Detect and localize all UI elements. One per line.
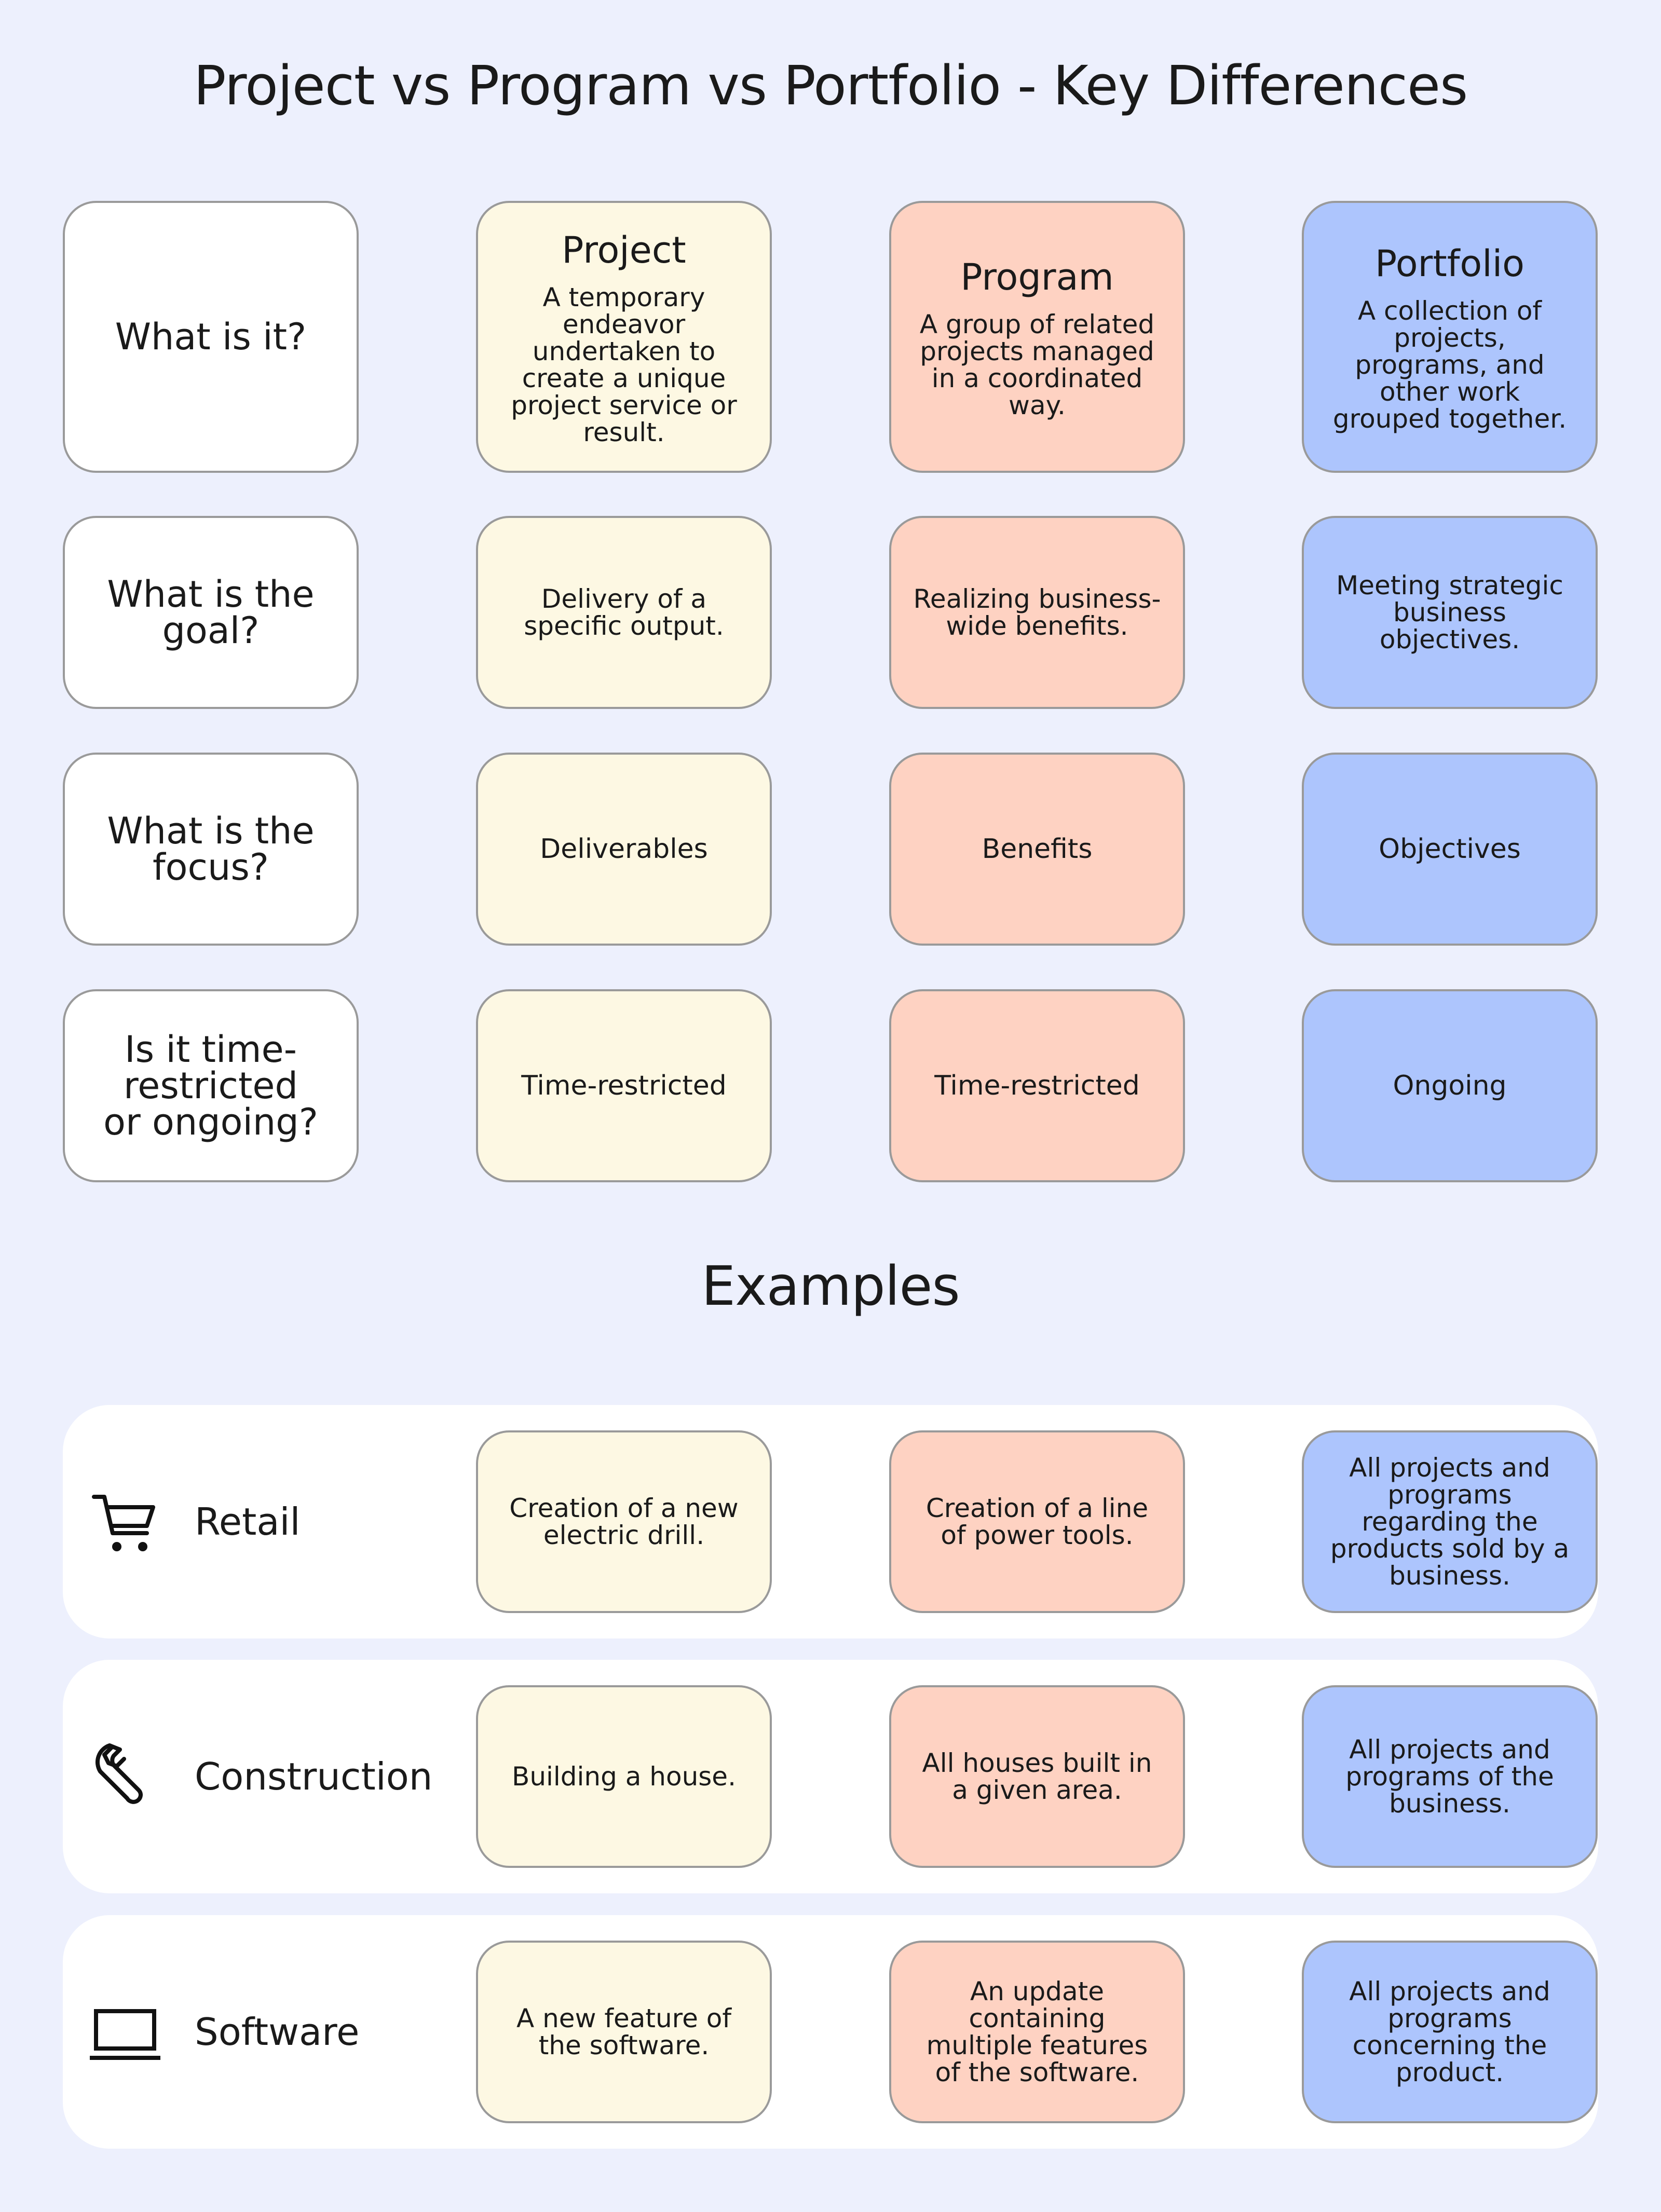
wrench-icon [95,1743,143,1804]
question-what-card: What is it? [63,201,359,473]
page-title: Project vs Program vs Portfolio - Key Di… [193,54,1468,117]
question-focus-card: What is the focus? [63,753,359,946]
program-heading: Program [960,256,1114,298]
project-duration-card: Time-restricted [476,989,772,1182]
portfolio-definition-text: A collection of projects, programs, and … [1332,296,1567,434]
question-goal-text: What is the goal? [107,573,315,652]
retail-project-text: Creation of a new electric drill. [509,1493,739,1550]
laptop-icon [90,2009,160,2060]
retail-portfolio-text: All projects and programs regarding the … [1330,1453,1570,1591]
construction-project-text: Building a house. [512,1762,736,1792]
retail-project-card: Creation of a new electric drill. [476,1430,772,1613]
portfolio-focus-text: Objectives [1379,834,1521,865]
program-duration-card: Time-restricted [889,989,1185,1182]
program-focus-text: Benefits [982,834,1093,865]
question-duration-text: Is it time-restricted or ongoing? [103,1028,318,1143]
retail-program-text: Creation of a line of power tools. [925,1493,1149,1550]
portfolio-duration-card: Ongoing [1302,989,1598,1182]
program-goal-text: Realizing business-wide benefits. [913,584,1161,641]
program-definition-text: A group of related projects managed in a… [919,309,1155,420]
project-goal-text: Delivery of a specific output. [524,584,724,641]
construction-project-card: Building a house. [476,1685,772,1868]
project-goal-card: Delivery of a specific output. [476,516,772,709]
portfolio-goal-card: Meeting strategic business objectives. [1302,516,1598,709]
portfolio-goal-text: Meeting strategic business objectives. [1336,570,1563,654]
example-label-construction: Construction [195,1755,433,1798]
retail-portfolio-card: All projects and programs regarding the … [1302,1430,1598,1613]
question-focus-text: What is the focus? [107,810,315,889]
construction-portfolio-card: All projects and programs of the busines… [1302,1685,1598,1868]
program-focus-card: Benefits [889,753,1185,946]
software-program-card: An update containing multiple features o… [889,1941,1185,2123]
project-focus-text: Deliverables [540,834,708,865]
examples-title: Examples [701,1254,960,1318]
project-focus-card: Deliverables [476,753,772,946]
software-project-text: A new feature of the software. [516,2003,731,2060]
portfolio-definition-card: Portfolio A collection of projects, prog… [1302,201,1598,473]
software-portfolio-text: All projects and programs concerning the… [1349,1976,1550,2087]
software-project-card: A new feature of the software. [476,1941,772,2123]
shopping-cart-icon [92,1495,155,1551]
project-definition-text: A temporary endeavor undertaken to creat… [511,282,737,447]
software-program-text: An update containing multiple features o… [926,1976,1148,2087]
question-duration-card: Is it time-restricted or ongoing? [63,989,359,1182]
construction-program-text: All houses built in a given area. [922,1748,1152,1805]
retail-program-card: Creation of a line of power tools. [889,1430,1185,1613]
program-goal-card: Realizing business-wide benefits. [889,516,1185,709]
project-definition-card: Project A temporary endeavor undertaken … [476,201,772,473]
question-goal-card: What is the goal? [63,516,359,709]
project-duration-text: Time-restricted [521,1070,727,1101]
portfolio-heading: Portfolio [1375,242,1524,285]
example-label-retail: Retail [195,1500,301,1544]
portfolio-duration-text: Ongoing [1393,1070,1507,1101]
construction-program-card: All houses built in a given area. [889,1685,1185,1868]
program-duration-text: Time-restricted [934,1070,1140,1101]
program-definition-card: Program A group of related projects mana… [889,201,1185,473]
construction-portfolio-text: All projects and programs of the busines… [1345,1735,1554,1819]
portfolio-focus-card: Objectives [1302,753,1598,946]
project-heading: Project [562,229,686,271]
example-label-software: Software [195,2010,360,2054]
software-portfolio-card: All projects and programs concerning the… [1302,1941,1598,2123]
question-what-text: What is it? [115,316,307,358]
